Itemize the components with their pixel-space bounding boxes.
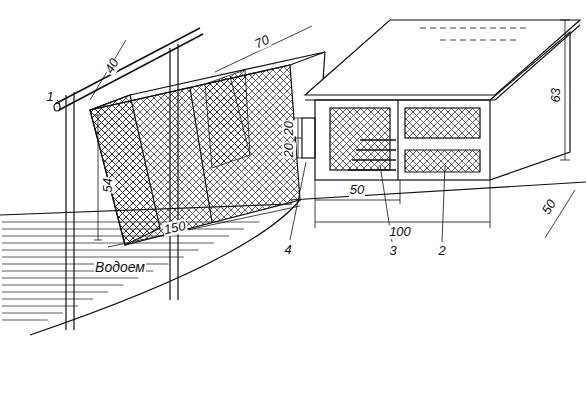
dim-line [215,26,312,72]
water-line [2,250,199,251]
partition [397,100,398,180]
extension-line [315,180,490,228]
dim-line [565,20,566,160]
ground-line [290,182,586,200]
house-side [490,32,570,180]
water-line [2,278,138,279]
rail-end [54,103,60,111]
leader-line [442,166,445,242]
water-line [2,236,229,237]
water-line [2,257,184,258]
frame-bar [230,76,250,155]
water-line [2,292,108,293]
callout-number-label: 4 [283,243,292,257]
roof-edge [495,25,580,100]
dimension-label: 54 [101,177,115,193]
hidden-lines [420,28,530,40]
callout-number-label: 2 [437,244,446,258]
water-line [2,313,63,314]
dim-line [315,200,400,201]
dim-line [315,222,490,223]
water-label-label: Водоем [94,260,146,275]
roof [305,20,580,95]
hatch-door [302,118,315,158]
mesh-top-panel [205,70,250,168]
callout-number-label: 3 [388,244,397,258]
dimension-label: 50 [349,183,365,197]
dimension-label: 20 [282,142,296,158]
dimension-label: 40 [102,55,123,76]
mesh-front-panel [90,65,300,245]
water-line [2,285,123,286]
dim-line [90,40,126,100]
post [66,92,74,330]
dimension-lines [57,20,575,247]
steps [348,140,396,170]
water-line [2,320,48,321]
dim-line [108,206,300,247]
frame-bar [190,88,212,222]
dimension-label: 20 [282,120,296,136]
mesh-window [405,108,480,138]
callout-number-label: 1 [45,90,54,104]
dim-line [98,115,99,240]
floor-mesh [405,150,480,172]
dimension-label: 70 [252,32,273,52]
leader-line [57,100,60,104]
leader-line [290,162,306,240]
house-front [315,100,490,180]
water-line [2,299,93,300]
dimension-label: 50 [539,196,560,218]
dimension-label: 63 [549,87,563,103]
dimension-label: 150 [162,219,188,238]
dimension-label: 100 [388,225,412,239]
water-line [2,243,214,244]
